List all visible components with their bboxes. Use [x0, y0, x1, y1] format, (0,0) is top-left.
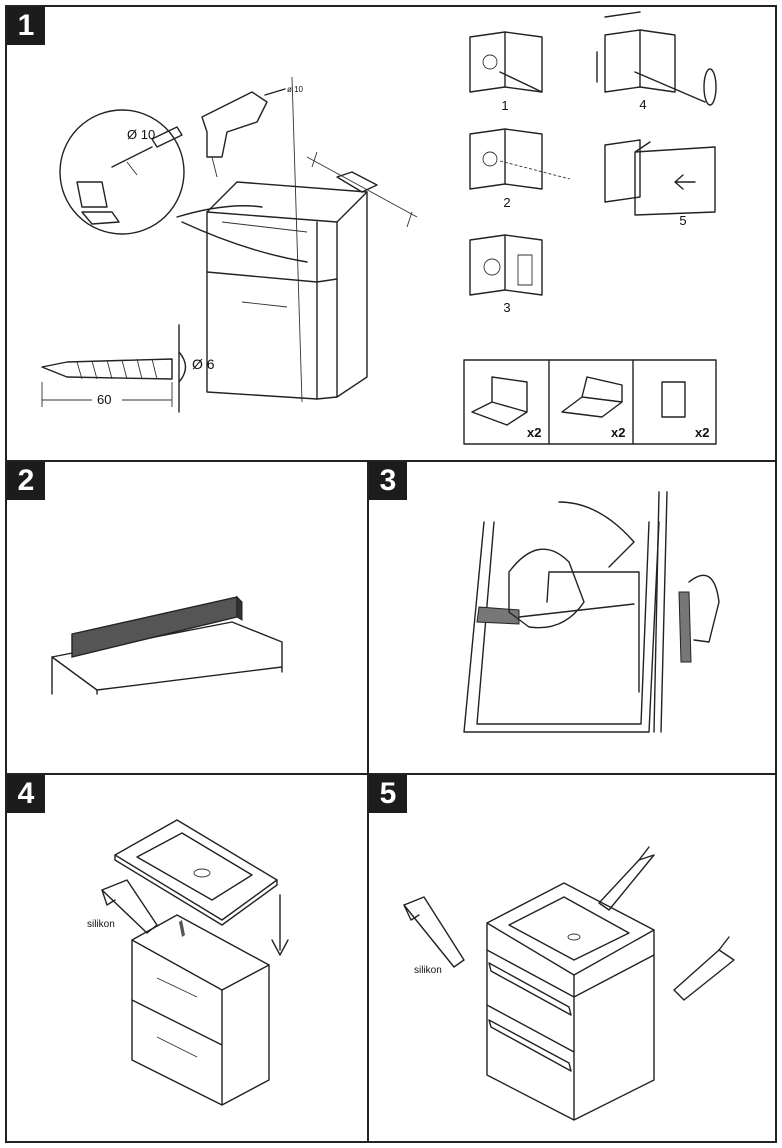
down-arrow	[271, 894, 289, 956]
drill-drawing	[201, 88, 286, 178]
sealant-gun-icon	[598, 846, 655, 911]
wall-bracket	[336, 171, 378, 193]
wall-rail	[71, 596, 238, 658]
step-number-badge: 1	[7, 7, 45, 45]
step-5-illustration: silikon	[403, 846, 735, 1121]
step-number-badge: 4	[7, 775, 45, 813]
cabinet-drawing	[131, 914, 270, 1106]
step-1-panel: 1 ø 10 Ø 10	[5, 5, 777, 462]
sealant-gun-icon	[673, 936, 735, 1001]
callout-arrow	[181, 221, 308, 263]
dowel-diameter-label: Ø 10	[127, 127, 155, 142]
basin-top-drawing	[114, 819, 278, 926]
step-number-badge: 2	[7, 462, 45, 500]
step-4-panel: 4 silikon	[5, 773, 369, 1143]
step-number-badge: 3	[369, 462, 407, 500]
step-3-panel: 3	[367, 460, 777, 775]
step-2-illustration	[51, 595, 283, 695]
part-quantity-label: x2	[527, 425, 541, 440]
substep-label: 1	[501, 98, 508, 113]
substep-thumbnail	[469, 31, 543, 93]
hand	[508, 548, 585, 629]
step-5-panel: 5 silikon	[367, 773, 777, 1143]
cabinet-drawing	[206, 181, 368, 400]
side-rail	[678, 591, 692, 663]
vanity-drawing	[486, 882, 655, 1121]
substep-label: 2	[503, 195, 510, 210]
substep-thumbnail	[596, 11, 717, 106]
sealant-gun-icon	[101, 879, 158, 934]
step-2-panel: 2	[5, 460, 369, 775]
step-3-illustration	[463, 491, 720, 733]
screw-length-label: 60	[97, 392, 111, 407]
step-number-badge: 5	[369, 775, 407, 813]
parts-box	[463, 359, 717, 445]
substep-thumbnail	[469, 128, 571, 190]
part-quantity-label: x2	[611, 425, 625, 440]
substep-thumbnail	[469, 234, 543, 296]
detail-magnifier	[59, 109, 185, 235]
substep-label: 3	[503, 300, 510, 315]
step-1-illustration: ø 10 Ø 10 Ø 6 60 1	[41, 11, 717, 445]
wall-edge	[291, 76, 303, 403]
screw-diameter-label: Ø 6	[192, 356, 215, 372]
screw-dowel-drawing	[41, 324, 187, 413]
drill-size-label: ø 10	[287, 85, 304, 94]
substep-thumbnail	[604, 139, 716, 216]
sealant-label: silikon	[87, 919, 115, 930]
part-quantity-label: x2	[695, 425, 709, 440]
substep-label: 4	[639, 97, 646, 112]
sealant-gun-icon	[403, 896, 465, 968]
step-4-illustration: silikon	[87, 819, 289, 1106]
sealant-label: silikon	[414, 965, 442, 976]
substep-label: 5	[679, 213, 686, 228]
